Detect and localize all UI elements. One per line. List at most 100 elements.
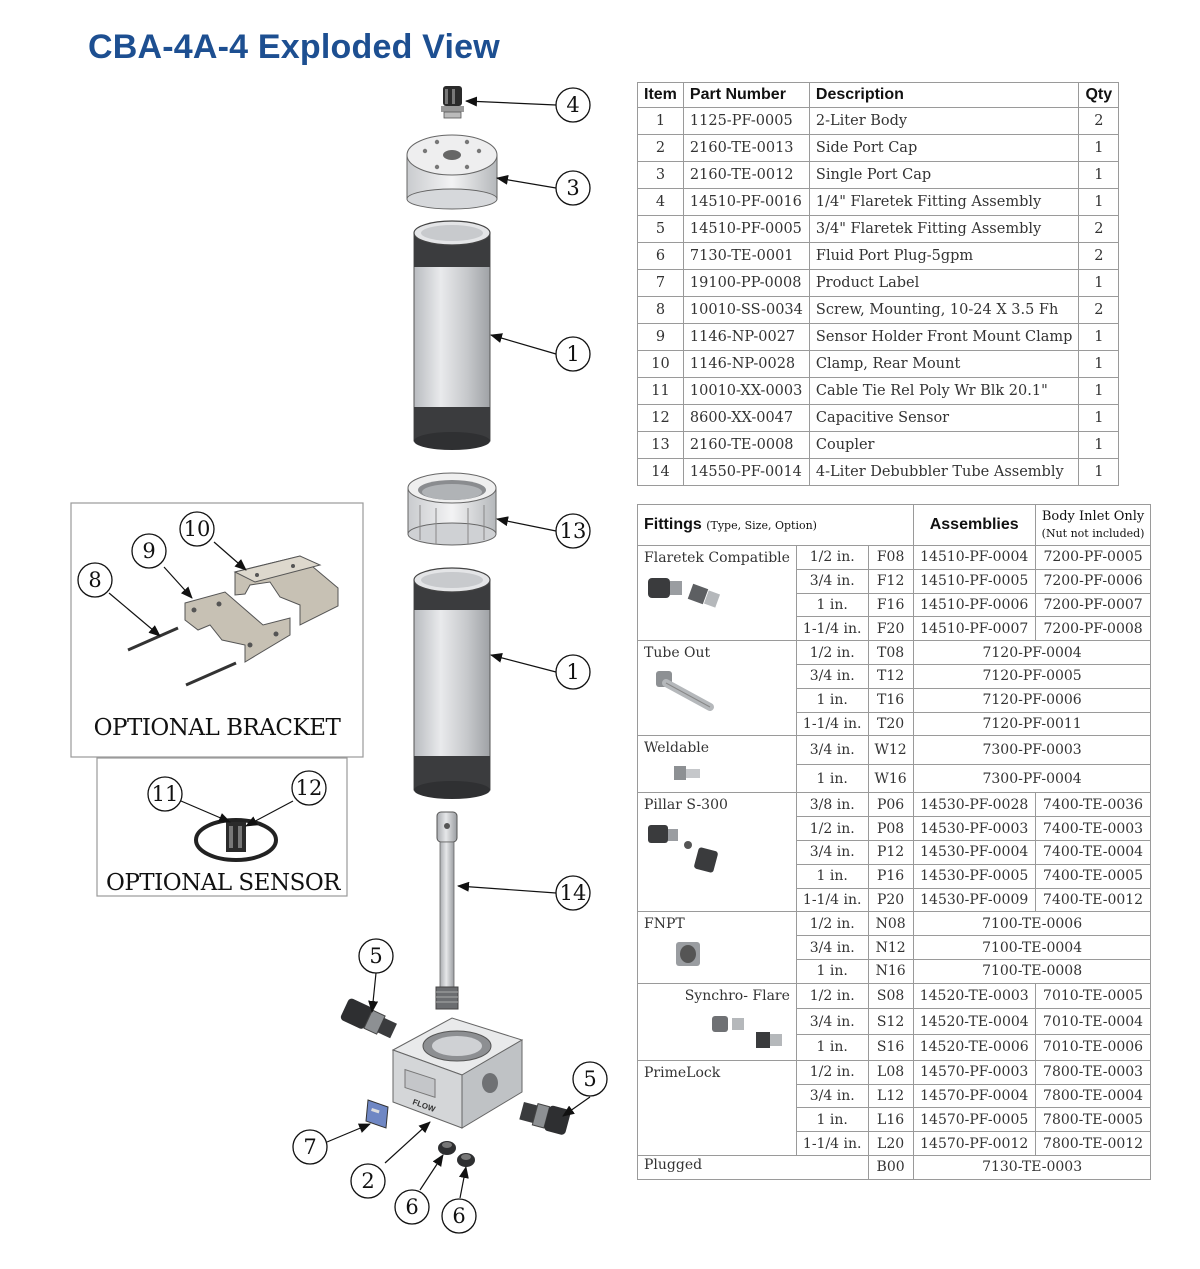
pillar-fitting-icon (644, 819, 790, 885)
item-cell: 13 (637, 431, 684, 459)
callout-6-right: 6 (452, 1204, 465, 1228)
item-cell: 7 (637, 269, 684, 297)
fitting-group-name: Pillar S-300 (644, 797, 728, 814)
size-cell: 1-1/4 in. (795, 711, 869, 737)
assembly-cell: 14570-PF-0005 (912, 1107, 1036, 1133)
body-inlet-cell: 7200-PF-0007 (1034, 592, 1152, 618)
option-cell: F20 (867, 616, 914, 642)
part-7-product-label (365, 1099, 389, 1129)
body-inlet-cell: 7800-TE-0012 (1034, 1131, 1152, 1156)
option-cell: B00 (867, 1154, 914, 1180)
fnpt-icon (644, 938, 790, 978)
item-cell: 1 (637, 107, 684, 135)
size-cell: 1 in. (795, 1107, 869, 1133)
size-cell: 3/4 in. (795, 568, 869, 594)
part-4-fitting (441, 86, 464, 119)
size-cell: 1 in. (795, 592, 869, 618)
qty-cell: 1 (1078, 134, 1120, 162)
part-number-cell: 7130-TE-0001 (682, 242, 810, 270)
assembly-part-cell: 7120-PF-0011 (912, 711, 1152, 737)
option-cell: W12 (867, 735, 914, 765)
assembly-part-cell: 7120-PF-0006 (912, 687, 1152, 713)
part-5-right-fitting (519, 1101, 571, 1135)
option-cell: T08 (867, 640, 914, 665)
page-title: CBA-4A-4 Exploded View (88, 28, 500, 66)
callout-9: 9 (142, 539, 155, 563)
assembly-cell: 14510-PF-0004 (912, 545, 1036, 570)
qty-cell: 1 (1078, 458, 1120, 486)
qty-cell: 1 (1078, 431, 1120, 459)
assembly-cell: 14520-TE-0003 (912, 982, 1036, 1010)
description-cell: Clamp, Rear Mount (808, 350, 1080, 378)
body-inlet-cell: 7010-TE-0004 (1034, 1008, 1152, 1036)
body-inlet-cell: 7200-PF-0008 (1034, 616, 1152, 642)
size-cell: 1-1/4 in. (795, 1131, 869, 1156)
fitting-group-cell: Weldable (637, 735, 797, 794)
option-cell: S08 (867, 982, 914, 1010)
callout-1-upper: 1 (566, 342, 579, 366)
part-number-cell: 10010-XX-0003 (682, 377, 810, 405)
fitting-group-name: Flaretek Compatible (644, 550, 790, 566)
header-item: Item (637, 82, 684, 108)
item-cell: 3 (637, 161, 684, 189)
qty-cell: 1 (1078, 323, 1120, 351)
body-inlet-cell: 7800-TE-0003 (1034, 1059, 1152, 1085)
qty-cell: 1 (1078, 188, 1120, 216)
description-cell: 1/4" Flaretek Fitting Assembly (808, 188, 1080, 216)
option-cell: F08 (867, 545, 914, 570)
fitting-group-name: FNPT (644, 916, 685, 933)
assembly-cell: 14570-PF-0004 (912, 1083, 1036, 1109)
assembly-cell: 14530-PF-0009 (912, 887, 1036, 913)
assembly-cell: 14570-PF-0012 (912, 1131, 1036, 1156)
option-cell: P16 (867, 863, 914, 889)
item-cell: 8 (637, 296, 684, 324)
assembly-part-cell: 7120-PF-0004 (912, 640, 1152, 665)
assembly-cell: 14520-TE-0006 (912, 1034, 1036, 1061)
description-cell: Cable Tie Rel Poly Wr Blk 20.1" (808, 377, 1080, 405)
fitting-group-cell: Flaretek Compatible (637, 544, 797, 642)
description-cell: Side Port Cap (808, 134, 1080, 162)
part-number-cell: 1146-NP-0027 (682, 323, 810, 351)
assembly-part-cell: 7300-PF-0004 (912, 763, 1152, 794)
item-cell: 5 (637, 215, 684, 243)
size-cell: 3/4 in. (795, 1008, 869, 1036)
part-number-cell: 19100-PP-0008 (682, 269, 810, 297)
qty-cell: 1 (1078, 269, 1120, 297)
option-cell: F12 (867, 568, 914, 594)
body-inlet-cell: 7800-TE-0004 (1034, 1083, 1152, 1109)
fitting-group-cell: Synchro- Flare (637, 982, 797, 1061)
size-cell: 1 in. (795, 863, 869, 889)
size-cell: 3/4 in. (795, 935, 869, 960)
fittings-table: Fittings (Type, Size, Option) Assemblies… (637, 504, 1152, 1180)
callout-6-left: 6 (405, 1195, 418, 1219)
qty-cell: 2 (1078, 215, 1120, 243)
size-cell: 1-1/4 in. (795, 887, 869, 913)
option-cell: N08 (867, 911, 914, 937)
description-cell: Single Port Cap (808, 161, 1080, 189)
option-cell: L08 (867, 1059, 914, 1085)
item-cell: 11 (637, 377, 684, 405)
assembly-part-cell: 7100-TE-0008 (912, 958, 1152, 984)
synchro-flare-icon (644, 1010, 790, 1060)
fitting-group-cell: Tube Out (637, 640, 797, 737)
option-cell: P08 (867, 816, 914, 841)
item-cell: 10 (637, 350, 684, 378)
part-number-cell: 10010-SS-0034 (682, 296, 810, 324)
header-fittings-label: Fittings (644, 516, 702, 533)
